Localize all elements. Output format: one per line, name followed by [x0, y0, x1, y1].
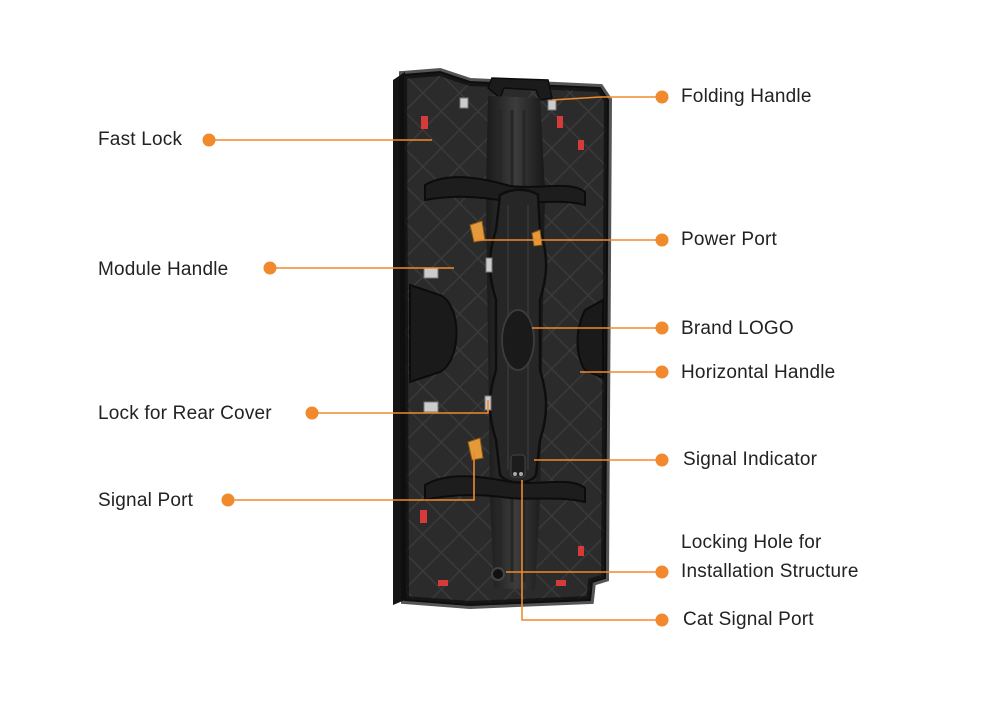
callout-dot-power-port	[655, 233, 669, 247]
leader-line-lock-for-rear-cover	[312, 400, 489, 414]
callout-dot-module-handle	[263, 261, 277, 275]
callout-dot-lock-for-rear-cover	[305, 406, 319, 420]
callout-dot-cat-signal-port	[655, 613, 669, 627]
leader-line-signal-port	[228, 452, 475, 501]
label-horizontal-handle: Horizontal Handle	[681, 362, 836, 383]
label-locking-hole: Locking Hole for Installation Structure	[681, 528, 859, 586]
callout-dot-brand-logo	[655, 321, 669, 335]
signal-indicator-box	[510, 454, 526, 478]
lower-cross-bar	[424, 475, 586, 504]
horizontal-handle-shape	[576, 298, 604, 380]
label-fast-lock: Fast Lock	[98, 129, 183, 150]
callout-dot-signal-indicator	[655, 453, 669, 467]
label-folding-handle: Folding Handle	[681, 86, 812, 107]
callout-dot-horizontal-handle	[655, 365, 669, 379]
callout-dot-fast-lock	[202, 133, 216, 147]
label-locking-hole-line1: Locking Hole for	[681, 532, 822, 553]
rear-cover-lock-shape	[423, 401, 439, 413]
callout-dot-folding-handle	[655, 90, 669, 104]
label-signal-indicator: Signal Indicator	[683, 449, 818, 470]
power-port-out	[531, 229, 543, 247]
brand-logo-plate	[501, 309, 535, 371]
upper-cross-bar	[424, 176, 586, 207]
callout-dot-locking-hole	[655, 565, 669, 579]
signal-port-shape	[467, 437, 484, 461]
fast-lock-top-left	[421, 116, 428, 129]
module-handle-shape	[409, 283, 458, 384]
label-power-port: Power Port	[681, 229, 777, 250]
label-brand-logo: Brand LOGO	[681, 318, 794, 339]
label-lock-for-rear-cover: Lock for Rear Cover	[98, 403, 272, 424]
callout-dot-signal-port	[221, 493, 235, 507]
locking-hole-shape	[491, 567, 505, 581]
leader-line-cat-signal-port	[521, 480, 662, 621]
label-locking-hole-line2: Installation Structure	[681, 561, 859, 582]
label-signal-port: Signal Port	[98, 490, 194, 511]
label-module-handle: Module Handle	[98, 259, 229, 280]
label-cat-signal-port: Cat Signal Port	[683, 609, 814, 630]
leader-line-folding-handle	[551, 96, 662, 101]
